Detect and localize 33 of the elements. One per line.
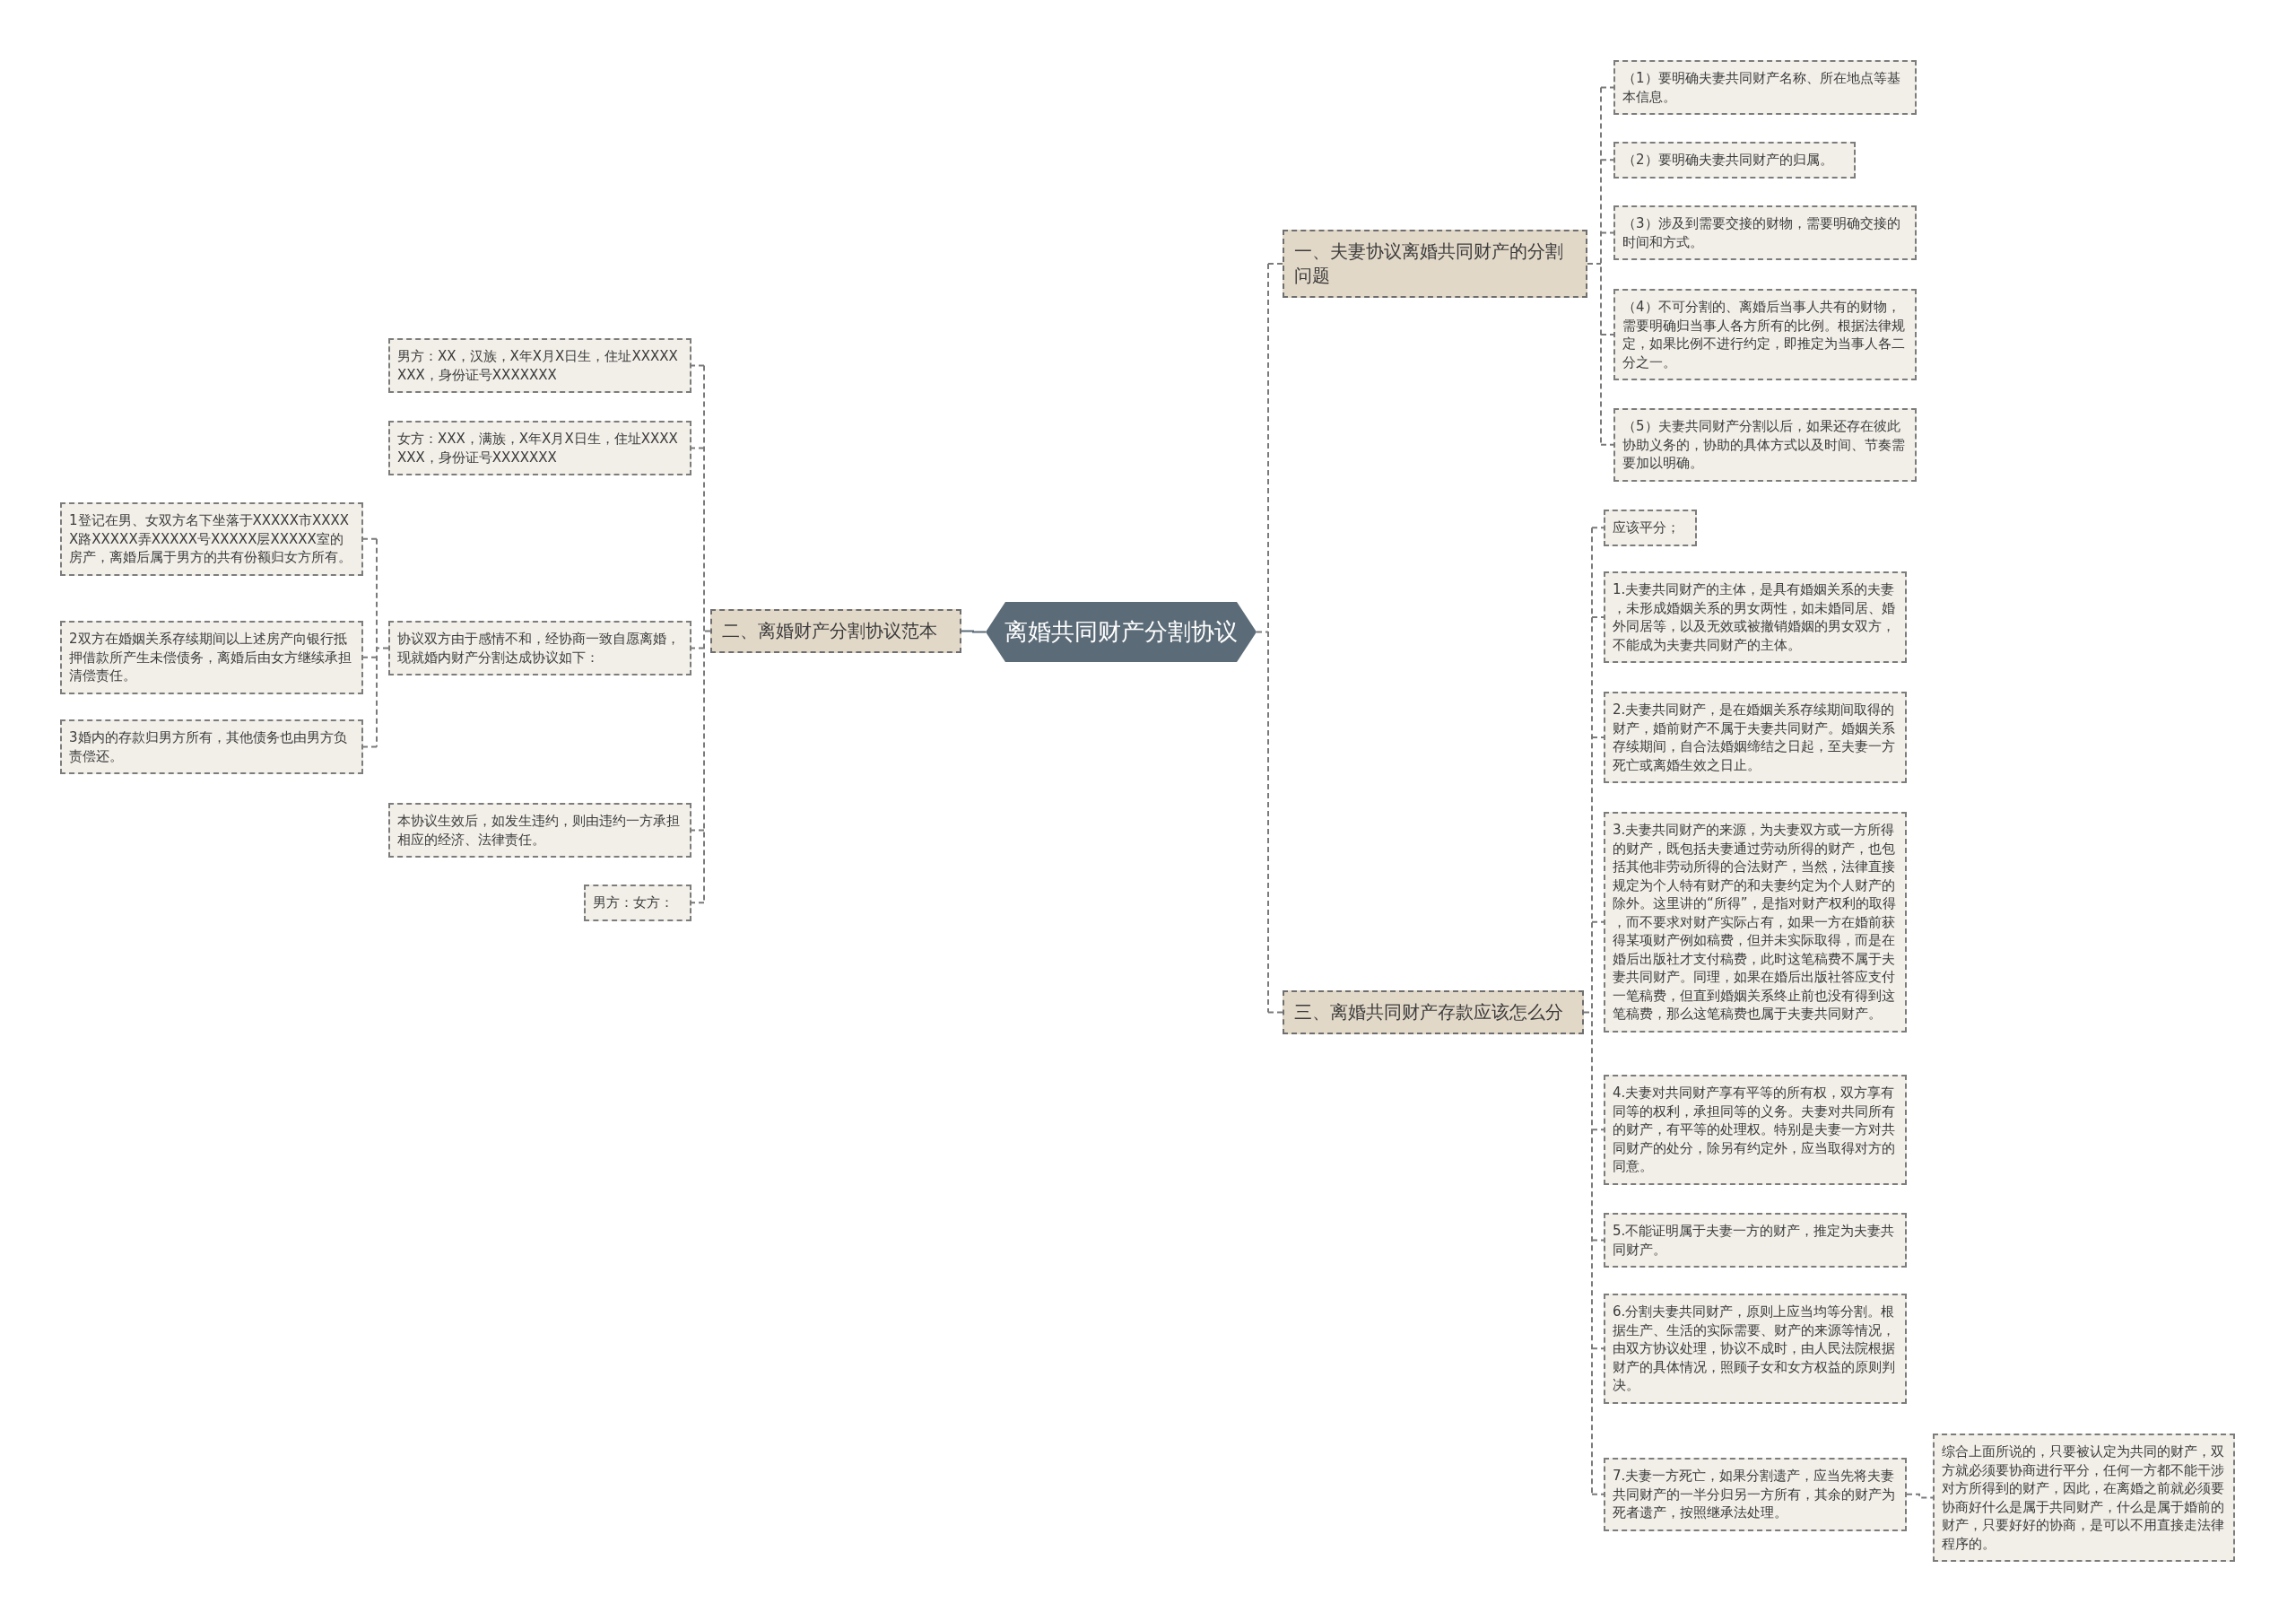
connector-line [1583, 527, 1605, 1495]
connector-line [1256, 263, 1283, 1014]
detail-note: 5.不能证明属于夫妻一方的财产，推定为夫妻共同财产。 [1604, 1213, 1907, 1268]
branch-topic: 三、离婚共同财产存款应该怎么分 [1283, 990, 1584, 1034]
detail-note: 1.夫妻共同财产的主体，是具有婚姻关系的夫妻，未形成婚姻关系的男女两性，如未婚同居、婚外同居等，以及无效或被撤销婚姻的男女双方，不能成为夫妻共同财产的主体。 [1604, 571, 1907, 663]
detail-note: 2双方在婚姻关系存续期间以上述房产向银行抵押借款所产生未偿债务，离婚后由女方继续承担清偿责任。 [60, 621, 363, 694]
detail-note: 协议双方由于感情不和，经协商一致自愿离婚，现就婚内财产分割达成协议如下： [388, 621, 691, 675]
detail-note: 3婚内的存款归男方所有，其他债务也由男方负责偿还。 [60, 719, 363, 774]
detail-note: （4）不可分割的、离婚后当事人共有的财物，需要明确归当事人各方所有的比例。根据法律规定，如果比例不进行约定，即推定为当事人各二分之一。 [1613, 289, 1917, 380]
detail-note: 男方：XX，汉族，X年X月X日生，住址XXXXXXXX，身份证号XXXXXXX [388, 338, 691, 393]
connector-line [362, 537, 389, 748]
detail-note: 男方：女方： [584, 885, 691, 921]
detail-note: 7.夫妻一方死亡，如果分割遗产，应当先将夫妻共同财产的一半分归另一方所有，其余的财产为死者遗产，按照继承法处理。 [1604, 1458, 1907, 1531]
branch-topic: 二、离婚财产分割协议范本 [710, 609, 961, 653]
connector-line [691, 364, 711, 904]
detail-note: （5）夫妻共同财产分割以后，如果还存在彼此协助义务的，协助的具体方式以及时间、节奏需要加以明确。 [1613, 408, 1917, 482]
connector-line [961, 630, 987, 633]
detail-note: 2.夫妻共同财产，是在婚姻关系存续期间取得的财产，婚前财产不属于夫妻共同财产。婚姻关系存续期间，自合法婚姻缔结之日起，至夫妻一方死亡或离婚生效之日止。 [1604, 692, 1907, 783]
connector-line [1906, 1493, 1934, 1499]
detail-note: 4.夫妻对共同财产享有平等的所有权，双方享有同等的权利，承担同等的义务。夫妻对共同所有的财产，有平等的处理权。特别是夫妻一方对共同财产的处分，除另有约定外，应当取得对方的同意。 [1604, 1075, 1907, 1185]
detail-note: （1）要明确夫妻共同财产名称、所在地点等基本信息。 [1613, 60, 1917, 115]
detail-note: 3.夫妻共同财产的来源，为夫妻双方或一方所得的财产，既包括夫妻通过劳动所得的财产，也包括其他非劳动所得的合法财产，当然，法律直接规定为个人特有财产的和夫妻约定为个人财产的除外。这里讲的“所得”，是指对财产权利的取得，而不要求对财产实际占有，如果一方在婚前获得某项财产例如稿费，但并未实际取得，而是在婚后出版社才支付稿费，此时这笔稿费不属于夫妻共同财产。同理，如果在婚后出版社答应支付一笔稿费，但直到婚姻关系终止前也没有得到这笔稿费，那么这笔稿费也属于夫妻共同财产。 [1604, 812, 1907, 1033]
branch-topic: 一、夫妻协议离婚共同财产的分割问题 [1283, 230, 1587, 298]
detail-note: 综合上面所说的，只要被认定为共同的财产，双方就必须要协商进行平分，任何一方都不能干涉对方所得到的财产，因此，在离婚之前就必须要协商好什么是属于共同财产，什么是属于婚前的财产，只要好好的协商，是可以不用直接走法律程序的。 [1933, 1434, 2235, 1562]
detail-note: 应该平分； [1604, 510, 1697, 546]
connector-line [1587, 86, 1614, 446]
detail-note: （2）要明确夫妻共同财产的归属。 [1613, 142, 1856, 179]
detail-note: 1登记在男、女双方名下坐落于XXXXX市XXXXX路XXXXX弄XXXXX号XXXXX层XXXXX室的房产，离婚后属于男方的共有份额归女方所有。 [60, 502, 363, 576]
central-topic: 离婚共同财产分割协议 [986, 602, 1257, 662]
detail-note: 本协议生效后，如发生违约，则由违约一方承担相应的经济、法律责任。 [388, 803, 691, 858]
detail-note: 6.分割夫妻共同财产，原则上应当均等分割。根据生产、生活的实际需要、财产的来源等情况，由双方协议处理，协议不成时，由人民法院根据财产的具体情况，照顾子女和女方权益的原则判决。 [1604, 1294, 1907, 1404]
detail-note: 女方：XXX，满族，X年X月X日生，住址XXXXXXX，身份证号XXXXXXX [388, 421, 691, 475]
detail-note: （3）涉及到需要交接的财物，需要明确交接的时间和方式。 [1613, 205, 1917, 260]
